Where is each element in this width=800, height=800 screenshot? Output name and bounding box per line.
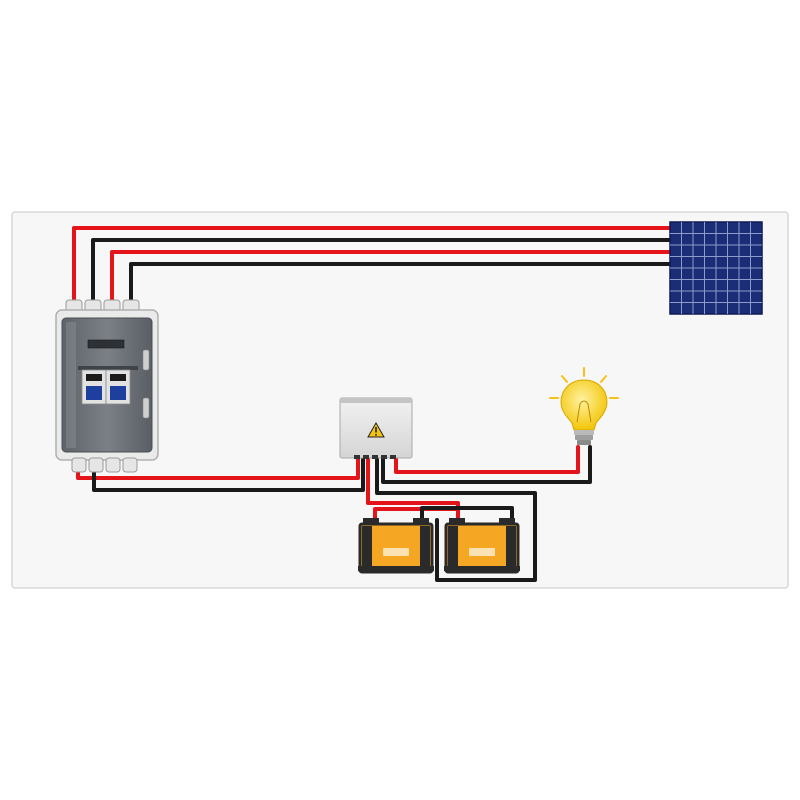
wire-battery-link-negative: [420, 506, 514, 520]
wire-panel-positive-2: [110, 250, 674, 304]
charge-controller-icon: [339, 397, 413, 459]
controller-terminals: [354, 455, 396, 459]
wires: [72, 226, 674, 582]
battery-right: [444, 518, 520, 574]
wire-panel-negative-2: [129, 262, 674, 304]
wire-panel-negative-1: [91, 238, 674, 304]
battery-left: [358, 518, 434, 574]
wire-panel-positive-1: [72, 226, 674, 304]
wire-combiner-to-controller-negative: [92, 456, 365, 492]
wire-controller-to-bulb-negative: [381, 445, 592, 484]
warning-triangle-icon: [367, 421, 385, 438]
dc-breaker: [81, 369, 131, 405]
light-bulb-icon: [549, 367, 619, 445]
solar-panel-icon: [669, 221, 763, 315]
bottom-cable-glands: [71, 457, 138, 473]
wire-combiner-to-controller-positive: [76, 456, 360, 480]
battery-icon: [358, 518, 520, 574]
bulb-rays: [549, 367, 619, 399]
combiner-box-icon: [55, 299, 159, 473]
solar-panel-grid: [670, 222, 762, 314]
wire-controller-to-bulb-positive: [394, 445, 580, 474]
wire-controller-to-battery-negative: [375, 456, 537, 582]
